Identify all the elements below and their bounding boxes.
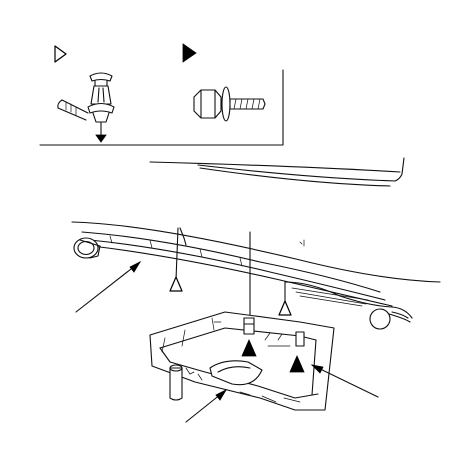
clip-stem-left — [175, 227, 179, 281]
bolt-marker-center — [241, 339, 257, 357]
filled-triangle-icon — [182, 43, 197, 63]
push-clip-icon — [57, 72, 115, 143]
leader-line-beam — [75, 261, 141, 313]
bolt-marker-right — [289, 355, 305, 373]
legend-box — [39, 43, 284, 146]
flange-bolt-icon — [193, 86, 266, 122]
clip-marker-left — [169, 276, 183, 292]
lower-cover-panel — [149, 311, 335, 411]
clip-marker-right — [278, 300, 292, 316]
fog-light-housing — [73, 237, 101, 259]
bumper-upper-beam — [71, 221, 441, 330]
body-panel — [149, 157, 405, 187]
legend-border — [39, 69, 284, 146]
open-triangle-icon — [54, 45, 67, 63]
leader-line-bolt — [311, 364, 379, 398]
